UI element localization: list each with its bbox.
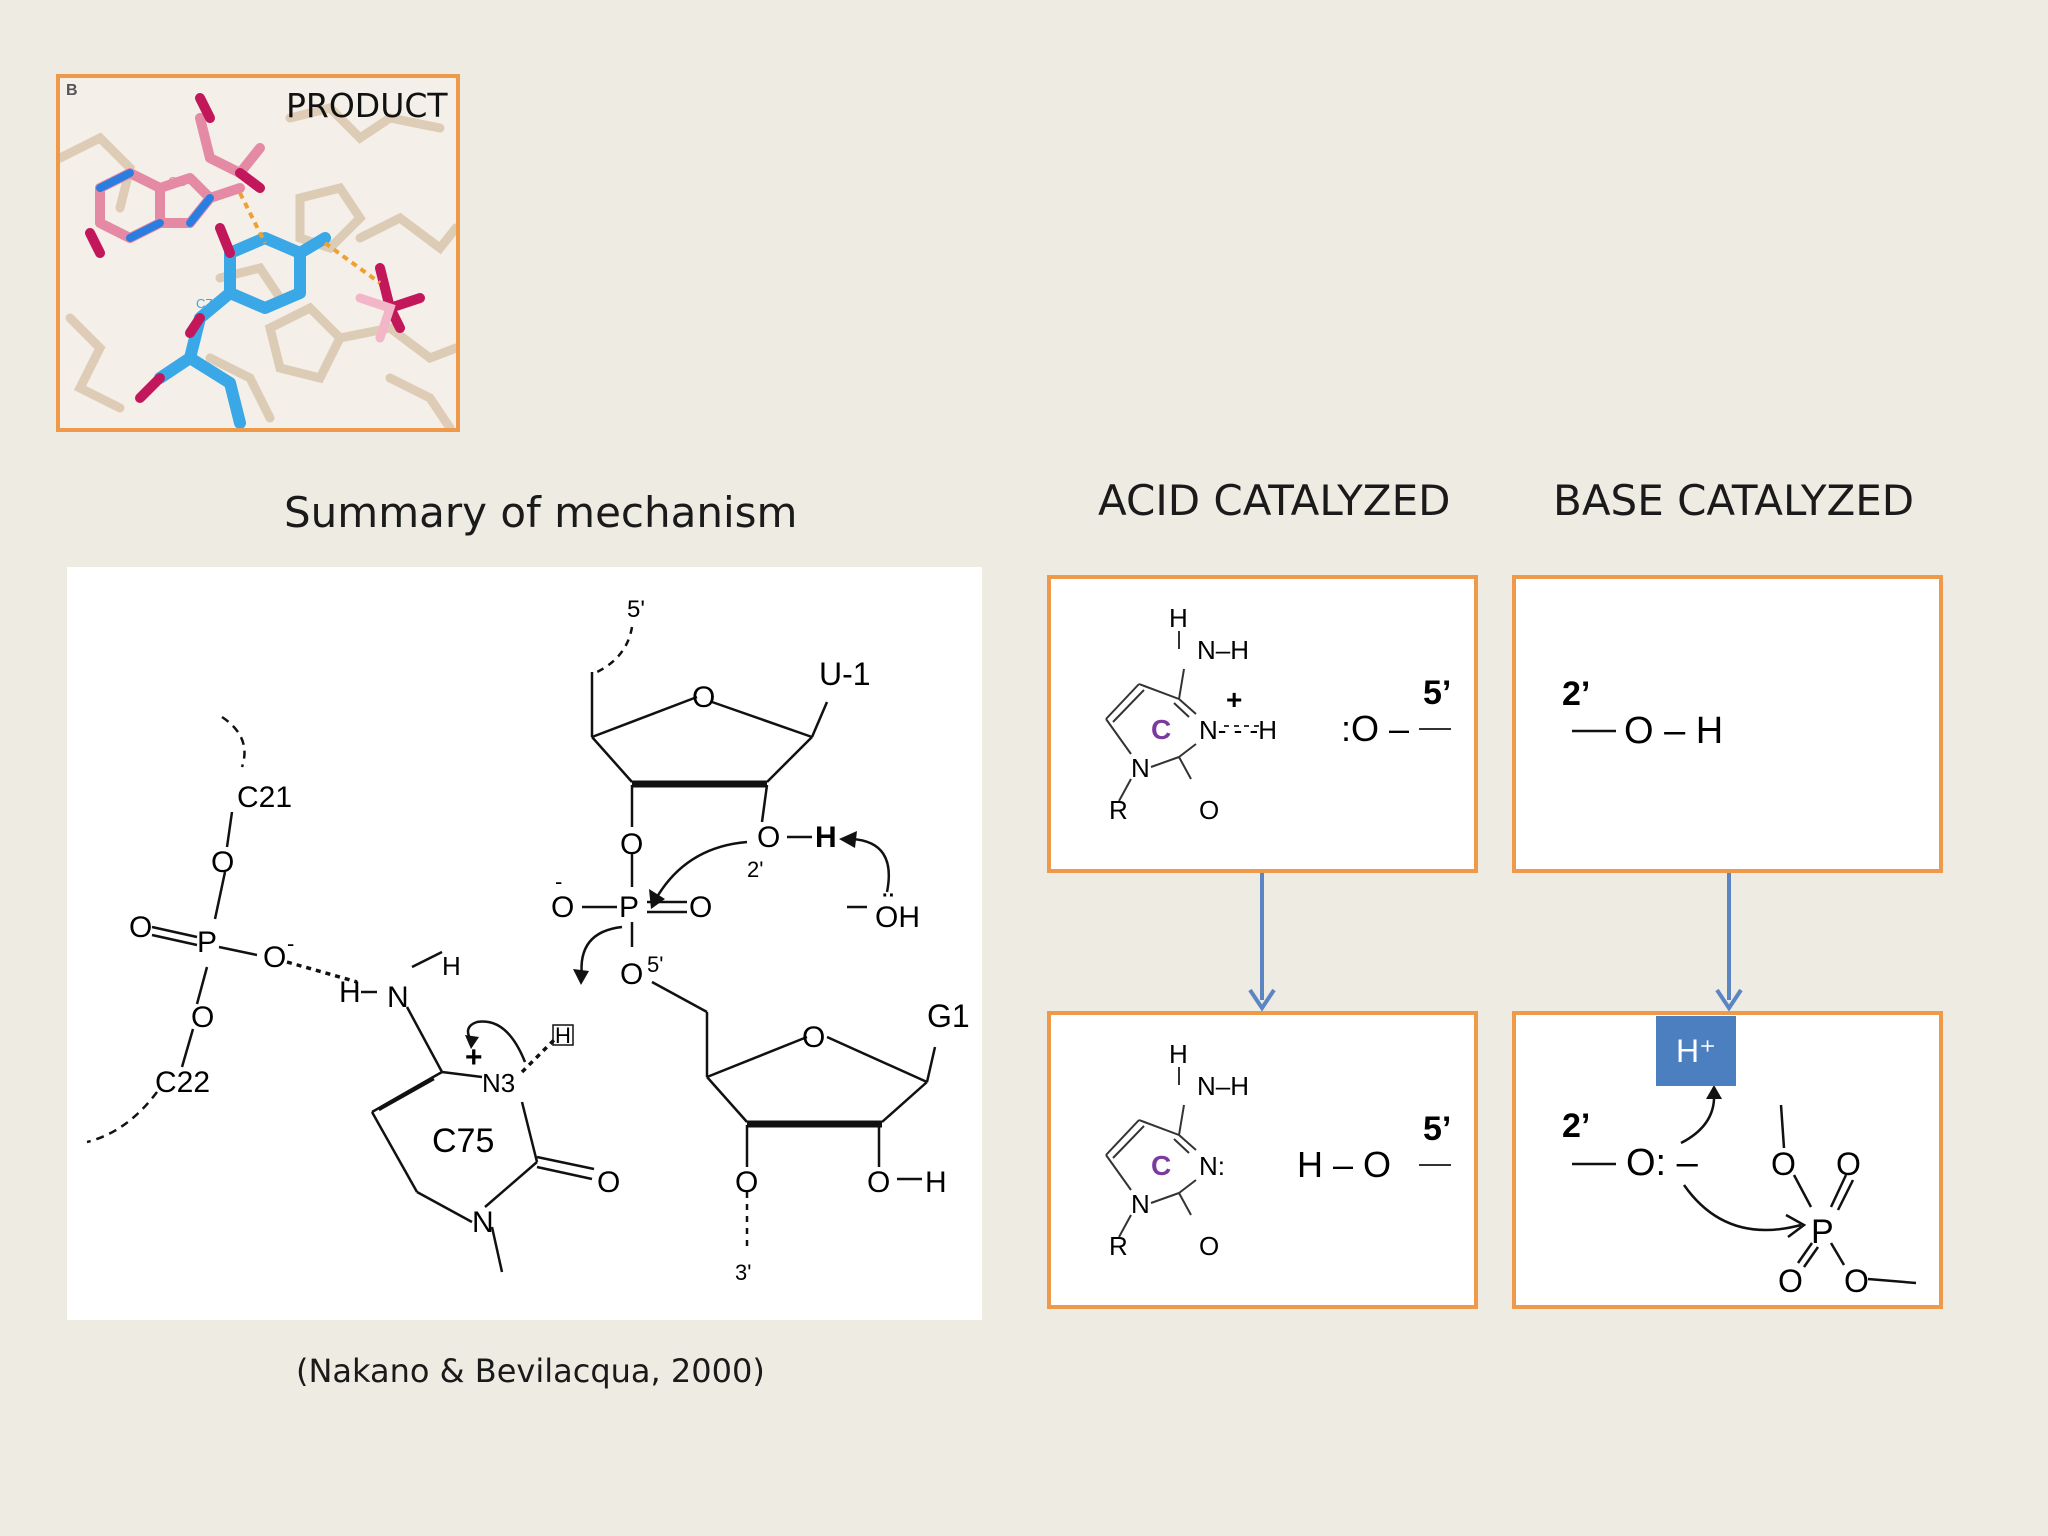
n3-label: N3 [482, 1068, 515, 1098]
acid-top-box: H N–H + C N- - -H N R O :O – 5’ [1047, 575, 1478, 873]
phosphate-top-left-o: O [1771, 1146, 1796, 1182]
phosphate-double-o: O [689, 891, 712, 924]
two-prime-bold-h: H [815, 821, 837, 854]
acid-top-h: H [1169, 603, 1188, 633]
acid-top-n1: N [1131, 753, 1150, 783]
acid-top-plus: + [1226, 684, 1242, 715]
phosphate-bottom-left-o: O [1778, 1263, 1803, 1299]
acid-bottom-n3: N: [1199, 1151, 1225, 1181]
g1-ring-oxygen: O [802, 1021, 825, 1054]
base-bottom-box: 2’ O: – O O P O O [1512, 1011, 1943, 1309]
base-bottom-two-prime: 2’ [1562, 1107, 1590, 1145]
leaving-five-prime-oxygen: O [620, 958, 643, 991]
acid-catalyzed-heading: ACID CATALYZED [1098, 476, 1451, 525]
g1-label: G1 [927, 998, 970, 1034]
product-structure-render [60, 93, 456, 428]
acid-bottom-n1: N [1131, 1189, 1150, 1219]
shuttled-proton-h: H [555, 1023, 571, 1048]
phosphate-p: P [1811, 1213, 1834, 1251]
phosphate-left-anionic-oxygen: O [263, 941, 286, 974]
citation: (Nakano & Bevilacqua, 2000) [296, 1352, 765, 1390]
product-image: B G1 C75 PRODUCT [56, 74, 460, 432]
two-prime-oxygen: O [757, 821, 780, 854]
c75-amine-h: H [339, 976, 361, 1009]
c75-amine-n: N [387, 981, 409, 1014]
c75-n1: N [472, 1206, 494, 1239]
phosphate-bottom-right-o: O [1844, 1263, 1869, 1299]
acid-top-nucleophile: :O – [1341, 708, 1409, 749]
acid-bottom-nh: N–H [1197, 1071, 1249, 1101]
acid-top-r: R [1109, 795, 1128, 825]
phosphate-top-right-o: O [1836, 1146, 1861, 1182]
phosphate-left-charge: - [287, 931, 294, 956]
phosphate-o-minus: O [551, 891, 574, 924]
five-prime-top-label: 5' [627, 596, 645, 623]
three-prime-label: 3' [735, 1260, 751, 1285]
hydroxide-oh: OH [875, 901, 920, 934]
c22-label: C22 [155, 1066, 210, 1099]
phosphate-charge: - [555, 869, 562, 894]
phosphate-left-double-oxygen: O [129, 911, 152, 944]
base-top-two-prime: 2’ [1562, 675, 1590, 713]
phosphate-left-p: P [197, 926, 217, 959]
g1-residue-label: G1 [168, 174, 186, 189]
g1-2-oxygen: O [867, 1166, 890, 1199]
two-prime-label: 2' [747, 857, 763, 882]
c75-residue-label: C75 [196, 296, 220, 311]
acid-bottom-r: R [1109, 1231, 1128, 1261]
proton-badge: H⁺ [1656, 1016, 1736, 1086]
u1-ring-oxygen: O [692, 681, 715, 714]
svg-text:··: ·· [882, 885, 895, 907]
base-top-box: 2’ O – H [1512, 575, 1943, 873]
acid-top-five-prime: 5’ [1423, 674, 1451, 712]
base-connector-arrowhead [1715, 988, 1743, 1012]
c21-ester-oxygen: O [211, 846, 234, 879]
g1-2-hydrogen: H [925, 1166, 947, 1199]
u1-label: U-1 [819, 656, 871, 692]
acid-bottom-h: H [1169, 1039, 1188, 1069]
scissile-p: P [619, 891, 639, 924]
summary-heading: Summary of mechanism [284, 488, 798, 537]
five-prime-bridge-label: 5' [647, 952, 663, 977]
acid-top-n3: N- - -H [1199, 715, 1277, 745]
panel-letter: B [66, 82, 78, 99]
acid-top-o: O [1199, 795, 1219, 825]
acid-top-nh: N–H [1197, 635, 1249, 665]
acid-top-cytosine-c: C [1151, 714, 1171, 745]
base-top-hydroxyl: O – H [1624, 710, 1723, 752]
acid-bottom-box: H N–H C N: N R O H – O 5’ [1047, 1011, 1478, 1309]
acid-bottom-cytosine-c: C [1151, 1150, 1171, 1181]
base-bottom-alkoxide: O: – [1626, 1142, 1699, 1184]
c75-amine-h2: H [442, 951, 461, 981]
c22-ester-oxygen: O [191, 1001, 214, 1034]
n3-plus-charge: + [465, 1041, 483, 1074]
product-label: PRODUCT [286, 86, 448, 125]
c21-label: C21 [237, 781, 292, 814]
c75-carbonyl-o: O [597, 1166, 620, 1199]
g1-3-oxygen: O [735, 1166, 758, 1199]
acid-bottom-water: H – O [1297, 1144, 1391, 1185]
acid-bottom-o: O [1199, 1231, 1219, 1261]
acid-connector-arrowhead [1248, 988, 1276, 1012]
acid-bottom-five-prime: 5’ [1423, 1110, 1451, 1148]
c75-ring-label: C75 [432, 1122, 494, 1160]
mechanism-diagram: C21 O O P O - O C22 H N H N3 + C75 [67, 567, 982, 1320]
u1-3-oxygen: O [620, 828, 643, 861]
base-catalyzed-heading: BASE CATALYZED [1553, 476, 1915, 525]
